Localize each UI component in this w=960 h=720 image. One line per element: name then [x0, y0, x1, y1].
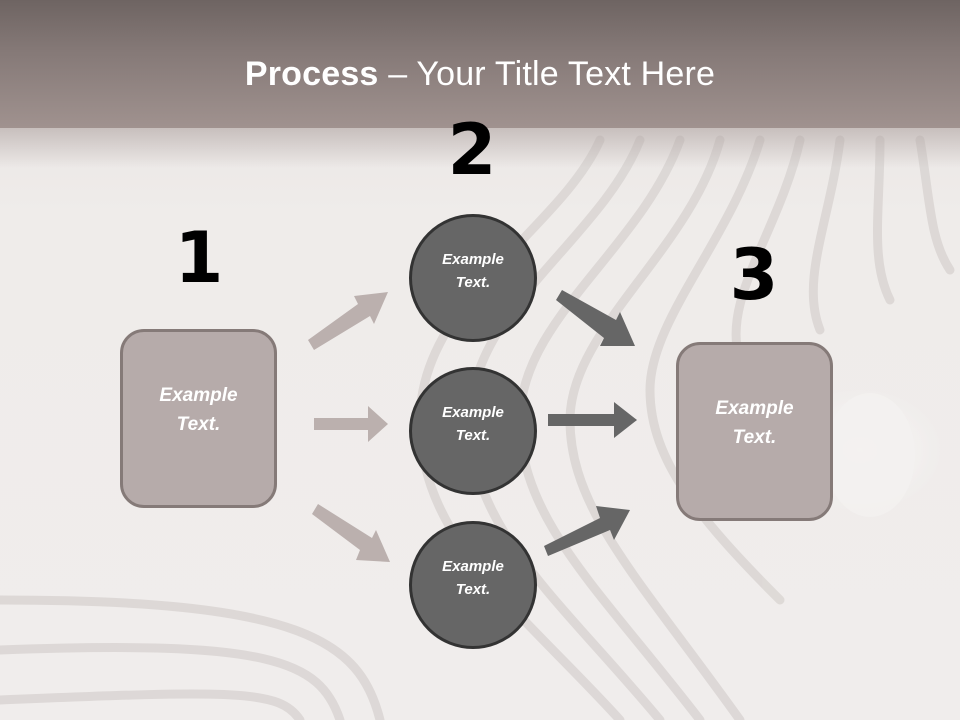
arrow-up-right-light-icon: [308, 292, 388, 350]
arrow-right-light-icon: [314, 406, 388, 442]
arrow-down-right-dark-icon: [556, 290, 635, 346]
step-1-number: 1: [174, 217, 224, 299]
title-bar: [0, 0, 960, 128]
slide-title: Process – Your Title Text Here: [0, 52, 960, 96]
arrow-up-right-dark-icon: [544, 506, 630, 556]
arrow-down-right-light-icon: [312, 504, 390, 562]
slide-title-bold: Process: [244, 55, 379, 93]
step-2-number: 2: [447, 109, 497, 191]
arrow-right-dark-icon: [548, 402, 637, 438]
slide-title-rest: – Your Title Text Here: [378, 55, 716, 93]
step-3-number: 3: [729, 234, 779, 316]
title-bar-shadow: [0, 128, 960, 168]
